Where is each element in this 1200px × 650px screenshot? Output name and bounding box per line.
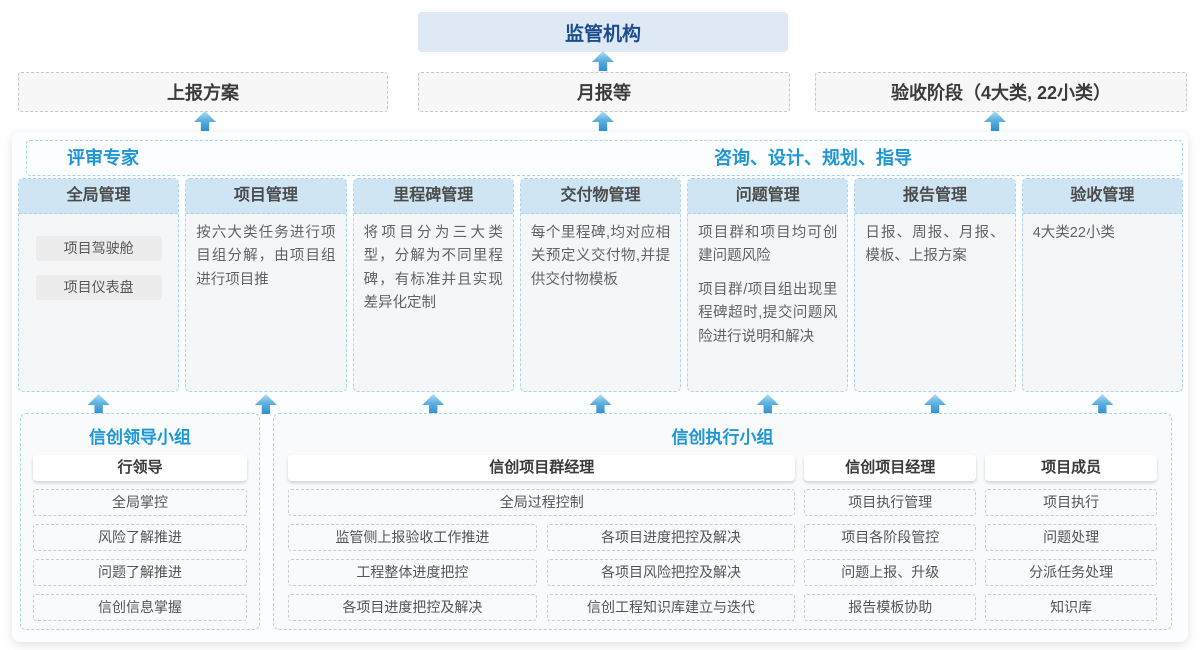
program-manager-role-box: 信创项目群经理 (288, 455, 796, 481)
program-manager-item: 全局过程控制 (288, 489, 796, 516)
column-milestone-management: 里程碑管理 将项目分为三大类型，分解为不同里程碑，有标准并且实现差异化定制 (352, 178, 514, 392)
up-arrow-icon (924, 394, 947, 414)
project-manager-item: 项目执行管理 (804, 489, 977, 516)
bottom-groups: 信创领导小组 行领导 全局掌控 风险了解推进 问题了解推进 信创信息掌握 信创执… (20, 413, 1180, 630)
column-title: 问题管理 (688, 179, 848, 214)
column-body: 每个里程碑,均对应相关预定义交付物,并提供交付物模板 (521, 214, 680, 302)
program-manager-item: 信创工程知识库建立与迭代 (546, 594, 796, 621)
column-title: 报告管理 (855, 179, 1015, 214)
program-manager-column: 信创项目群经理 全局过程控制 监管侧上报验收工作推进 各项目进度把控及解决 工程… (288, 455, 796, 621)
leader-item: 信创信息掌握 (33, 594, 247, 621)
column-paragraph: 每个里程碑,均对应相关预定义交付物,并提供交付物模板 (530, 225, 671, 288)
column-arrows-row (18, 394, 1183, 416)
column-paragraph: 4大类22小类 (1032, 225, 1115, 241)
up-arrow-icon (589, 394, 612, 414)
column-title: 全局管理 (19, 179, 179, 214)
experts-label: 评审专家 (67, 148, 139, 168)
up-arrow-icon (984, 111, 1006, 131)
up-arrow-icon (1091, 394, 1114, 414)
report-plan-label: 上报方案 (167, 83, 239, 103)
experts-strip: 评审专家 咨询、设计、规划、指导 (26, 140, 1183, 176)
project-member-item: 项目执行 (985, 489, 1157, 516)
program-manager-item: 各项目进度把控及解决 (288, 594, 537, 621)
program-manager-item: 各项目风险把控及解决 (546, 559, 796, 586)
column-deliverable-management: 交付物管理 每个里程碑,均对应相关预定义交付物,并提供交付物模板 (519, 178, 682, 392)
project-member-item: 分派任务处理 (985, 559, 1157, 586)
report-plan-box: 上报方案 (18, 72, 388, 112)
program-manager-item: 各项目进度把控及解决 (546, 524, 796, 551)
project-manager-column: 信创项目经理 项目执行管理 项目各阶段管控 问题上报、升级 报告模板协助 (804, 455, 977, 621)
column-title: 项目管理 (186, 179, 346, 214)
column-paragraph: 按六大类任务进行项目组分解，由项目组进行项目推 (196, 225, 336, 288)
project-member-role-box: 项目成员 (985, 455, 1157, 481)
column-title: 交付物管理 (520, 179, 681, 214)
column-issue-management: 问题管理 项目群和项目均可创建问题风险 项目群/项目组出现里程碑超时,提交问题风… (687, 178, 849, 392)
leader-item: 风险了解推进 (33, 524, 247, 551)
up-arrow-icon (422, 394, 445, 414)
column-body: 将项目分为三大类型，分解为不同里程碑，有标准并且实现差异化定制 (354, 214, 513, 326)
column-body: 4大类22小类 (1023, 214, 1182, 255)
leader-item: 全局掌控 (33, 489, 247, 516)
project-manager-role-box: 信创项目经理 (804, 455, 977, 481)
column-body: 项目群和项目均可创建问题风险 项目群/项目组出现里程碑超时,提交问题风险进行说明… (688, 214, 847, 359)
dashboard-chip: 项目仪表盘 (35, 275, 162, 300)
acceptance-stage-label: 验收阶段（4大类, 22小类） (890, 83, 1112, 103)
column-report-management: 报告管理 日报、周报、月报、模板、上报方案 (854, 178, 1016, 392)
bank-leader-role-box: 行领导 (33, 455, 247, 481)
column-body: 日报、周报、月报、模板、上报方案 (855, 214, 1014, 279)
execution-group: 信创执行小组 信创项目群经理 全局过程控制 监管侧上报验收工作推进 各项目进度把… (273, 413, 1172, 630)
program-manager-item: 监管侧上报验收工作推进 (288, 524, 537, 551)
up-arrow-icon (194, 111, 216, 131)
project-manager-item: 问题上报、升级 (804, 559, 977, 586)
program-manager-items-grid: 监管侧上报验收工作推进 各项目进度把控及解决 工程整体进度把控 各项目风险把控及… (288, 524, 796, 621)
leader-item: 问题了解推进 (33, 559, 247, 586)
leadership-group: 信创领导小组 行领导 全局掌控 风险了解推进 问题了解推进 信创信息掌握 (20, 413, 260, 630)
main-panel: 评审专家 咨询、设计、规划、指导 全局管理 项目驾驶舱 项目仪表盘 项目管理 按… (12, 132, 1188, 642)
column-project-management: 项目管理 按六大类任务进行项目组分解，由项目组进行项目推 (185, 178, 347, 392)
monthly-report-box: 月报等 (418, 72, 790, 112)
up-arrow-icon (87, 394, 110, 414)
execution-group-title: 信创执行小组 (671, 428, 774, 447)
up-arrow-icon (592, 111, 614, 131)
leadership-group-title: 信创领导小组 (89, 428, 191, 447)
up-arrow-icon (592, 51, 614, 71)
consult-label: 咨询、设计、规划、指导 (714, 148, 912, 168)
program-manager-item: 工程整体进度把控 (288, 559, 537, 586)
column-title: 里程碑管理 (353, 179, 513, 214)
project-manager-item: 报告模板协助 (804, 594, 977, 621)
project-manager-item: 项目各阶段管控 (804, 524, 977, 551)
execution-group-body: 信创项目群经理 全局过程控制 监管侧上报验收工作推进 各项目进度把控及解决 工程… (274, 455, 1171, 621)
project-member-item: 知识库 (985, 594, 1157, 621)
monthly-report-label: 月报等 (577, 83, 631, 103)
regulator-box: 监管机构 (418, 12, 788, 52)
column-paragraph: 将项目分为三大类型，分解为不同里程碑，有标准并且实现差异化定制 (363, 225, 503, 312)
regulator-label: 监管机构 (564, 23, 641, 45)
column-paragraph: 项目群/项目组出现里程碑超时,提交问题风险进行说明和解决 (698, 281, 838, 345)
cockpit-chip: 项目驾驶舱 (35, 236, 162, 261)
column-acceptance-management: 验收管理 4大类22小类 (1021, 178, 1183, 392)
acceptance-stage-box: 验收阶段（4大类, 22小类） (815, 72, 1187, 112)
column-body: 按六大类任务进行项目组分解，由项目组进行项目推 (186, 214, 345, 302)
column-global-management: 全局管理 项目驾驶舱 项目仪表盘 (18, 178, 180, 392)
column-paragraph: 日报、周报、月报、模板、上报方案 (865, 225, 1005, 265)
up-arrow-icon (254, 394, 277, 414)
column-paragraph: 项目群和项目均可创建问题风险 (698, 225, 838, 265)
project-member-column: 项目成员 项目执行 问题处理 分派任务处理 知识库 (985, 455, 1157, 621)
up-arrow-icon (756, 394, 779, 414)
project-member-item: 问题处理 (985, 524, 1157, 551)
management-columns: 全局管理 项目驾驶舱 项目仪表盘 项目管理 按六大类任务进行项目组分解，由项目组… (18, 178, 1183, 392)
column-body: 项目驾驶舱 项目仪表盘 (19, 214, 178, 300)
column-title: 验收管理 (1022, 179, 1182, 214)
